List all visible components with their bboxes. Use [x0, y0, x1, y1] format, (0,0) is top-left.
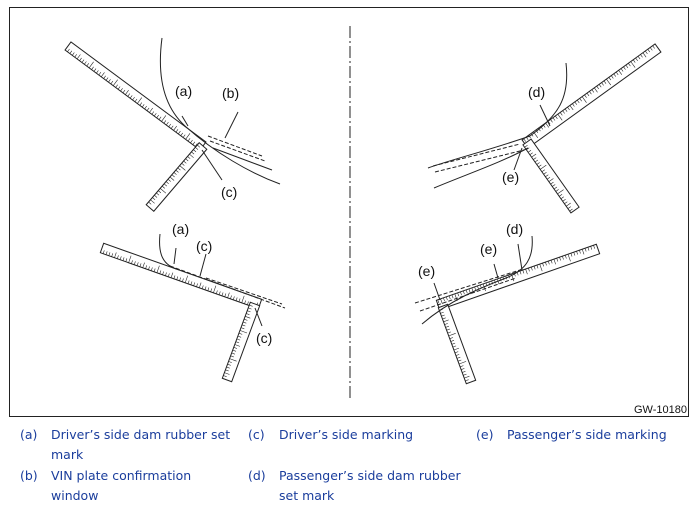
callout-c-bottom-1: (c): [196, 238, 212, 254]
glass-edge-top-left: [159, 37, 281, 185]
legend-text: Passenger’s side marking: [507, 427, 667, 442]
ruler-top-left-long: [64, 41, 207, 151]
installation-diagram: (a) (b) (c) (a) (c) (c) (d) (e) (d) (e) …: [64, 26, 687, 416]
callout-e-top: (e): [502, 169, 519, 185]
callout-c-bottom-2: (c): [256, 330, 272, 346]
legend-key: (d): [248, 468, 266, 483]
ruler-bottom-right-short: [437, 303, 477, 385]
legend-key: (c): [248, 427, 265, 442]
dam-rubber-edge: [212, 147, 273, 171]
glass-edge-bottom-left: [159, 233, 181, 271]
leader-e-bottom-2: [433, 282, 441, 301]
leader-e-top: [513, 147, 523, 171]
callout-d-top: (d): [528, 84, 545, 100]
br-dashed-2: [419, 277, 517, 312]
legend-text: Driver’s side dam rubber set mark: [51, 427, 231, 462]
leader-c-top: [201, 149, 223, 181]
bl-dashed-2: [205, 277, 283, 305]
callout-d-bottom: (d): [506, 221, 523, 237]
leader-c-bottom-1: [199, 253, 207, 277]
leader-e-bottom-1: [493, 263, 499, 279]
br-dashed-1: [414, 269, 521, 304]
tr-glass-lower: [433, 147, 529, 189]
leader-c-bottom-2: [254, 307, 263, 327]
leader-d-top: [539, 104, 551, 127]
callout-e-bottom-1: (e): [480, 241, 497, 257]
dam-rubber-dashed-2: [209, 140, 266, 162]
callout-e-bottom-2: (e): [418, 263, 435, 279]
callout-b: (b): [222, 85, 239, 101]
ruler-bottom-right-long: [435, 243, 601, 311]
legend-key: (e): [476, 427, 494, 442]
rulers: [64, 41, 662, 385]
legend-text: VIN plate confirmation window: [51, 468, 192, 503]
legend-text: Passenger’s side dam rubber set mark: [279, 468, 461, 503]
callout-c-top: (c): [221, 184, 237, 200]
tr-dashed-1: [432, 143, 521, 167]
leader-a-bottom: [173, 247, 177, 265]
ruler-top-left-short: [145, 142, 208, 212]
callout-a-bottom: (a): [172, 221, 189, 237]
illustration-frame: (a) (b) (c) (a) (c) (c) (d) (e) (d) (e) …: [9, 7, 689, 417]
ruler-bottom-left-long: [99, 242, 263, 310]
callout-labels: (a) (b) (c) (a) (c) (c) (d) (e) (d) (e) …: [172, 83, 545, 346]
leader-b: [224, 111, 239, 139]
tr-dashed-2: [434, 149, 525, 173]
dam-rubber-dashed-1: [207, 135, 263, 157]
leader-a-top: [181, 115, 189, 127]
guide-lines: [159, 26, 568, 400]
legend: (a) Driver’s side dam rubber set mark (b…: [0, 420, 698, 509]
callout-a-top: (a): [175, 83, 192, 99]
ruler-bottom-left-short: [221, 301, 261, 383]
figure-id: GW-10180: [634, 404, 687, 416]
legend-text: Driver’s side marking: [279, 427, 414, 442]
glass-edge-top-right: [427, 62, 568, 169]
legend-key: (a): [20, 427, 38, 442]
bl-dashed-1: [169, 265, 286, 309]
leader-d-bottom: [517, 243, 523, 271]
ruler-top-right-short: [522, 138, 580, 214]
glass-edge-bottom-right: [421, 235, 533, 325]
legend-key: (b): [20, 468, 38, 483]
